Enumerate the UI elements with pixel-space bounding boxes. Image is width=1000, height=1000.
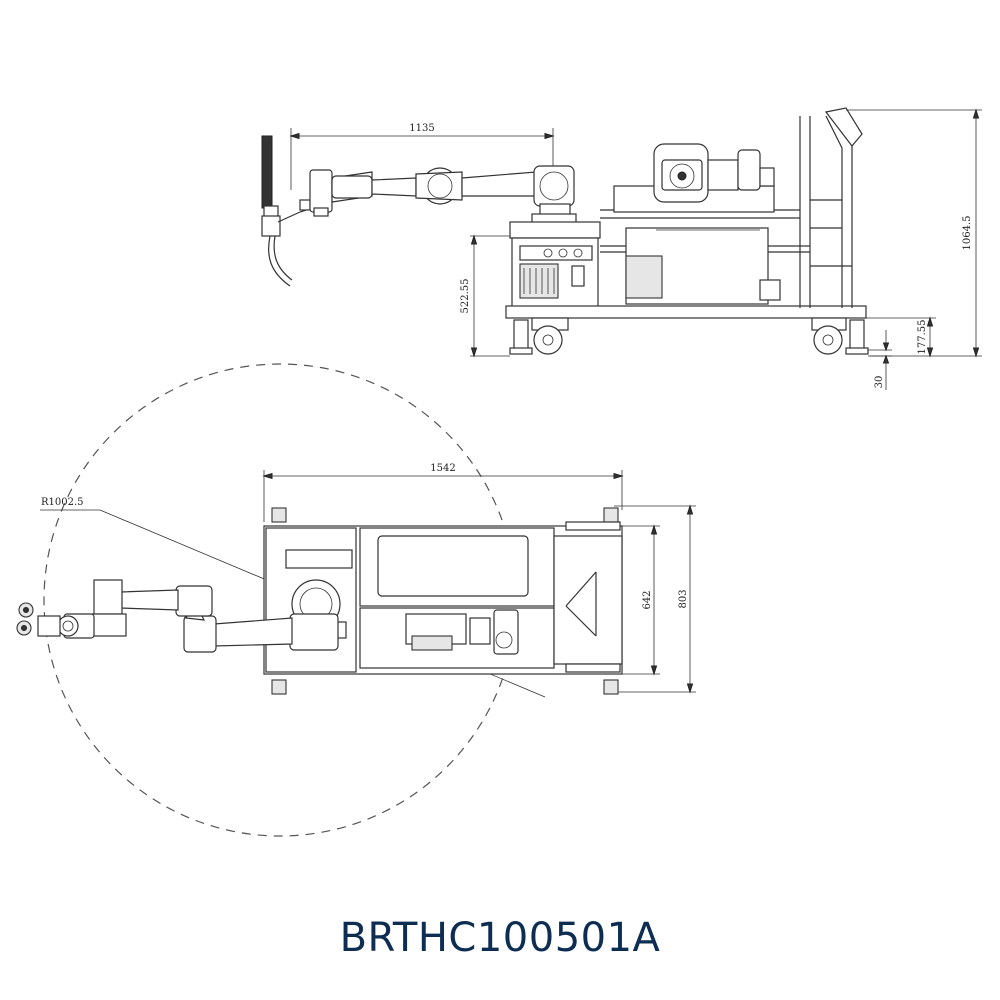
cart-wheels bbox=[509, 317, 869, 355]
dim-total-height-label: 1064.5 bbox=[962, 216, 973, 251]
dim-inner-width-label: 642 bbox=[642, 590, 653, 609]
dim-base-height: 522.55 bbox=[460, 234, 510, 358]
dim-outer-width-label: 803 bbox=[678, 589, 689, 608]
dim-arm-reach: 1135 bbox=[289, 123, 555, 190]
dim-outer-width: 803 bbox=[614, 504, 696, 694]
dim-base-height-label: 522.55 bbox=[460, 279, 471, 314]
dim-radius-label: R1002.5 bbox=[41, 497, 84, 508]
cart-frame bbox=[505, 107, 867, 319]
side-view: 1135 bbox=[261, 107, 982, 390]
dim-ground-clearance: 30 bbox=[868, 330, 892, 390]
dim-length: 1542 bbox=[262, 463, 624, 522]
robot-arm-top bbox=[16, 579, 339, 653]
power-supply bbox=[509, 221, 601, 311]
top-view: R1002.5 1542 803 642 bbox=[16, 363, 696, 837]
model-code: BRTHC100501A bbox=[339, 915, 661, 961]
dim-inner-width: 642 bbox=[622, 524, 660, 676]
dim-ground-clearance-label: 30 bbox=[874, 376, 885, 389]
robot-arm-side bbox=[309, 165, 577, 225]
welding-torch bbox=[261, 135, 319, 287]
dim-total-height: 1064.5 bbox=[846, 108, 982, 358]
dim-length-label: 1542 bbox=[430, 463, 455, 474]
dim-arm-reach-label: 1135 bbox=[409, 123, 434, 134]
dim-wheel-height: 177.55 bbox=[864, 316, 936, 358]
cart-top bbox=[263, 507, 623, 695]
dim-wheel-height-label: 177.55 bbox=[917, 320, 928, 355]
wire-feeder bbox=[653, 143, 775, 203]
